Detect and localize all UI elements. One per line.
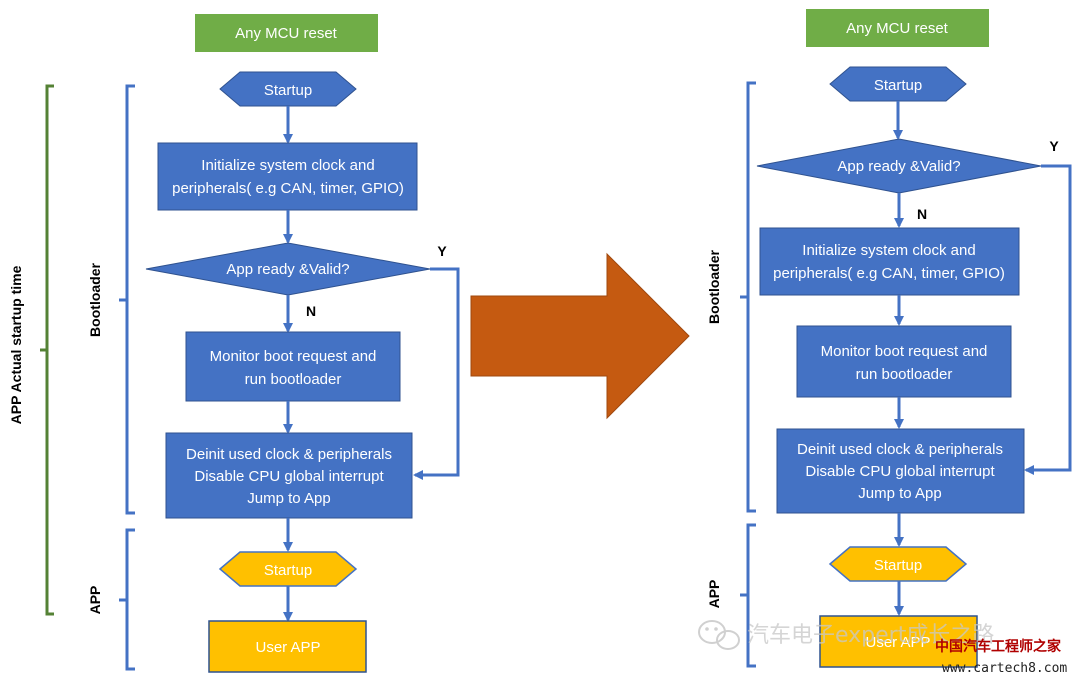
bootloader-label: Bootloader — [87, 263, 103, 337]
startup-text: Startup — [264, 82, 312, 99]
watermark-site-url: www.cartech8.com — [942, 661, 1067, 676]
monitor-text-line1: Monitor boot request and — [210, 348, 377, 365]
init-box — [157, 142, 418, 211]
left-flow: APP Actual startup time Bootloader APP A… — [8, 14, 460, 673]
user-app-box-right — [819, 615, 978, 668]
app-startup-hexagon — [218, 551, 358, 587]
app-bracket-right — [740, 523, 756, 668]
transition-arrow — [470, 252, 690, 420]
watermark-site-cn: 中国汽车工程师之家 — [935, 638, 1062, 655]
deinit-text-line2-right: Disable CPU global interrupt — [805, 463, 995, 480]
init-box-right — [759, 227, 1020, 296]
monitor-text-line2-right: run bootloader — [856, 366, 953, 383]
app-startup-text: Startup — [264, 562, 312, 579]
right-flow: Bootloader APP Any MCU reset Startup App… — [706, 9, 1072, 668]
user-app-text: User APP — [255, 639, 320, 656]
no-label-right: N — [917, 206, 927, 222]
monitor-text-line1-right: Monitor boot request and — [821, 343, 988, 360]
wechat-icon — [698, 620, 740, 650]
deinit-text-line2: Disable CPU global interrupt — [194, 468, 384, 485]
startup-hexagon — [219, 71, 357, 107]
deinit-text-line1: Deinit used clock & peripherals — [186, 446, 392, 463]
init-text-line2-right: peripherals( e.g CAN, timer, GPIO) — [773, 265, 1005, 282]
bootloader-bracket — [119, 84, 135, 515]
no-label: N — [306, 303, 316, 319]
monitor-text-line2: run bootloader — [245, 371, 342, 388]
deinit-text-line1-right: Deinit used clock & peripherals — [797, 441, 1003, 458]
init-text-line2: peripherals( e.g CAN, timer, GPIO) — [172, 180, 404, 197]
reset-text: Any MCU reset — [235, 25, 338, 42]
deinit-text-line3-right: Jump to App — [858, 485, 941, 502]
user-app-box — [208, 620, 367, 673]
app-startup-hexagon-right — [828, 546, 968, 582]
reset-box-right — [806, 9, 989, 47]
watermark-text: 汽车电子expert成长之路 — [747, 623, 994, 648]
deinit-text-line3: Jump to App — [247, 490, 330, 507]
watermark: 汽车电子expert成长之路 中国汽车工程师之家 www.cartech8.co… — [698, 620, 1067, 676]
monitor-box-right — [796, 325, 1012, 398]
deinit-box — [165, 432, 413, 519]
startup-hexagon-right — [829, 66, 967, 102]
arrow-yes-path-right — [1024, 164, 1072, 475]
startup-time-label: APP Actual startup time — [8, 265, 24, 424]
init-text-line1: Initialize system clock and — [201, 157, 374, 174]
app-label-right: APP — [706, 580, 722, 609]
reset-text-right: Any MCU reset — [846, 20, 949, 37]
yes-label: Y — [437, 243, 447, 259]
init-text-line1-right: Initialize system clock and — [802, 242, 975, 259]
startup-text-right: Startup — [874, 77, 922, 94]
arrow-yes-path — [413, 267, 460, 480]
decision-text: App ready &Valid? — [226, 261, 349, 278]
monitor-box — [185, 331, 401, 402]
app-startup-text-right: Startup — [874, 557, 922, 574]
decision-text-right: App ready &Valid? — [837, 158, 960, 175]
reset-box — [195, 14, 378, 52]
startup-time-bracket — [40, 84, 54, 616]
bootloader-bracket-right — [740, 81, 756, 513]
app-label: APP — [87, 586, 103, 615]
deinit-box-right — [776, 428, 1025, 514]
app-bracket — [119, 528, 135, 671]
user-app-text-right: User APP — [865, 634, 930, 651]
yes-label-right: Y — [1049, 138, 1059, 154]
bootloader-label-right: Bootloader — [706, 250, 722, 324]
